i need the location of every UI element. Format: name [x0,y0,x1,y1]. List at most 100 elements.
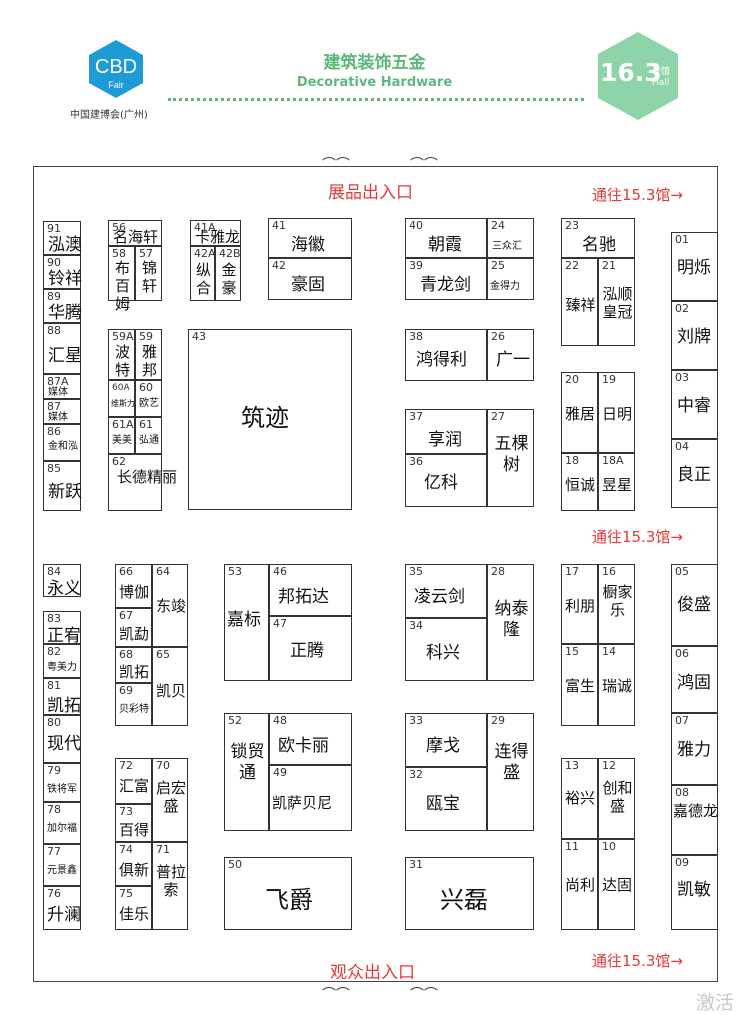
booth-exhibitor-name: 正宥 [47,626,81,646]
booth-exhibitor-name: 广一 [496,350,530,370]
booth-exhibitor-name: 启宏盛 [155,779,186,815]
booth-number: 13 [565,759,579,772]
booth-exhibitor-name: 泓澳 [48,235,82,255]
booth-number: 71 [156,843,170,856]
booth-exhibitor-name: 臻祥 [565,296,596,314]
booth-number: 81 [47,679,61,692]
